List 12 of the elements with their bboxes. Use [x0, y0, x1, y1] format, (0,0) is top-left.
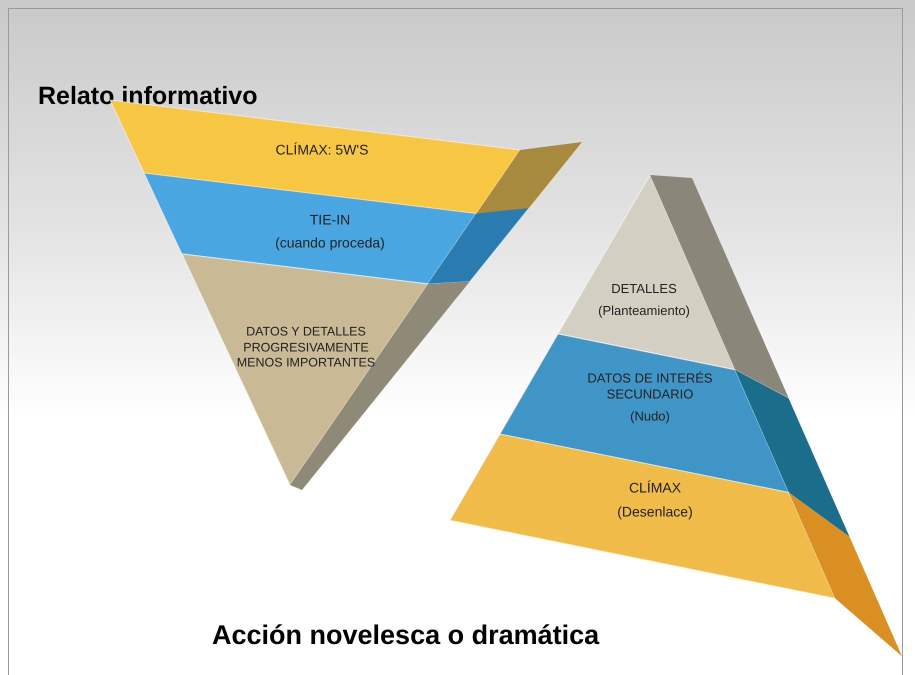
tier-label: (Desenlace) — [617, 503, 693, 520]
tier-label: (cuando proceda) — [275, 234, 385, 252]
tier-label: DETALLES — [611, 280, 677, 297]
tier-label: CLÍMAX: 5W'S — [276, 141, 368, 159]
tier-label: DATOS Y DETALLES PROGRESIVAMENTE MENOS IMPORTANTES — [236, 324, 376, 372]
tier-label: (Planteamiento) — [598, 303, 690, 320]
heading: Relato informativo — [38, 82, 258, 111]
tier-label: CLÍMAX — [628, 480, 682, 497]
tier-label: TIE-IN — [310, 211, 350, 229]
tier-label: DATOS DE INTERÉS SECUNDARIO — [586, 370, 714, 404]
tier-label: (Nudo) — [630, 409, 670, 426]
heading: Acción novelesca o dramática — [212, 620, 600, 651]
